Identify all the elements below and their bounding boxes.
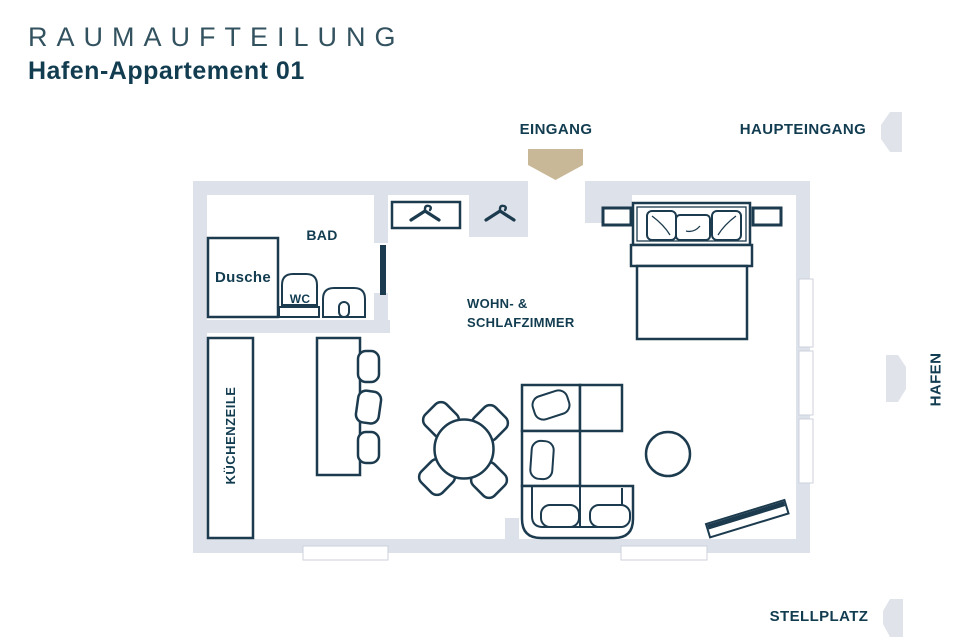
pillow-crease — [717, 215, 737, 236]
nightstand-right — [751, 206, 783, 227]
sofa-side-table — [578, 383, 624, 433]
kitchen-unit — [206, 336, 255, 540]
parking-arrow-icon — [883, 599, 903, 637]
toilet — [281, 273, 318, 306]
window-right-1 — [798, 278, 814, 348]
wall-stub-bottom — [505, 518, 519, 540]
toilet-base — [278, 306, 320, 318]
wall-top-left — [193, 181, 528, 195]
bed-blanket-fold — [629, 243, 754, 268]
dining-table — [433, 418, 495, 480]
window-right-2 — [798, 350, 814, 416]
wardrobe-area — [390, 200, 516, 230]
bathroom-door — [380, 245, 386, 295]
window-bottom-2 — [620, 545, 708, 561]
label-entrance: EINGANG — [519, 121, 593, 138]
bath-wall-right-top — [374, 195, 388, 243]
label-living-bedroom: WOHN- & SCHLAFZIMMER — [467, 296, 575, 330]
kitchen — [206, 336, 383, 540]
main-entrance-arrow-icon — [881, 112, 902, 152]
bed-mattress — [635, 264, 749, 341]
sofa-cushion — [531, 389, 571, 421]
hanger-icon — [409, 204, 441, 222]
sofa-cushion — [589, 504, 631, 528]
sofa-cushion — [540, 504, 580, 528]
harbor-arrow-icon — [886, 355, 906, 402]
bathroom-fixtures — [206, 236, 366, 319]
pouf — [644, 430, 692, 478]
label-shower: Dusche — [215, 269, 271, 286]
bathroom-walls — [193, 195, 390, 333]
sink-faucet — [338, 301, 350, 318]
label-main-entrance: HAUPTEINGANG — [739, 121, 867, 138]
bar-counter — [315, 336, 362, 477]
corner-sofa — [520, 383, 635, 540]
label-kitchenette: KÜCHENZEILE — [223, 386, 238, 485]
wall-bottom — [193, 539, 810, 553]
label-harbor: HAFEN — [927, 352, 945, 407]
sofa-cushion — [529, 439, 555, 481]
label-parking: STELLPLATZ — [769, 608, 869, 625]
bath-wall-bottom — [193, 320, 390, 333]
pillow-crease — [685, 225, 701, 233]
bed — [601, 201, 783, 341]
shower — [206, 236, 280, 319]
page-subtitle: Hafen-Appartement 01 — [28, 57, 305, 85]
window-bottom-1 — [302, 545, 389, 561]
wall-top-right — [585, 181, 810, 195]
tv-sideboard — [704, 498, 790, 539]
tv-screen — [707, 501, 786, 530]
label-bathroom: BAD — [306, 227, 338, 243]
label-wc: WC — [289, 292, 311, 306]
window-right-3 — [798, 418, 814, 484]
dining-set — [417, 400, 510, 500]
pillow-center — [675, 214, 711, 241]
wall-left — [193, 181, 207, 553]
bar-stool — [356, 349, 381, 384]
wall-niche-wardrobe — [469, 195, 528, 237]
label-living-bedroom-line2: SCHLAFZIMMER — [467, 315, 575, 330]
pillow-crease — [651, 215, 671, 236]
pillow-right — [711, 210, 742, 241]
label-living-bedroom-line1: WOHN- & — [467, 296, 528, 311]
bar-stool — [356, 430, 381, 465]
nightstand-left — [601, 206, 633, 227]
wardrobe-box — [390, 200, 462, 230]
page-title: RAUMAUFTEILUNG — [28, 22, 405, 52]
hanger-icon — [484, 204, 516, 222]
pillow-left — [646, 210, 677, 241]
entrance-arrow-icon — [528, 149, 583, 180]
bar-stool — [354, 389, 383, 425]
windows — [302, 278, 814, 561]
